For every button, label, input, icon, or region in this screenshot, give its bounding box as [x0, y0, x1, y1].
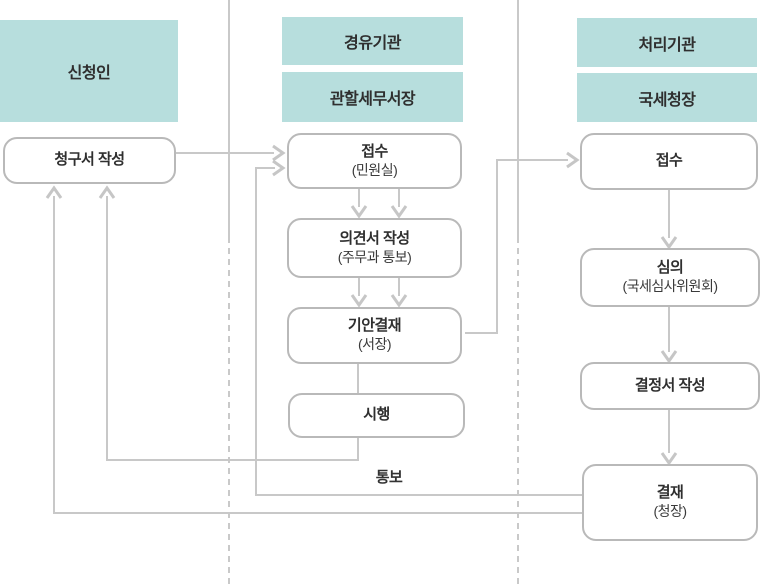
connector-notify-approval-v: [53, 196, 55, 514]
connector-opinion-draft-2: [398, 278, 400, 296]
connector-approval-return-stub: [255, 167, 275, 169]
arrow-down-icon: [350, 205, 368, 219]
arrow-down-icon: [390, 294, 408, 308]
arrow-down-icon: [660, 452, 678, 466]
column-separator-right-dashed: [517, 237, 519, 584]
arrow-down-icon: [350, 294, 368, 308]
column-separator-right: [517, 0, 519, 237]
connector-draft-enforce: [357, 364, 359, 393]
header-via-agency: 경유기관: [282, 17, 463, 65]
connector-notify-approval-h: [53, 512, 582, 514]
connector-opinion-draft-1: [358, 278, 360, 296]
connector-draft-h1: [465, 332, 498, 334]
arrow-down-icon: [660, 350, 678, 364]
header-nts-commissioner: 국세청장: [577, 73, 757, 122]
arrow-down-icon: [390, 205, 408, 219]
node-approval-sub: (청장): [653, 503, 687, 520]
arrow-up-icon: [98, 185, 116, 199]
column-separator-left-dashed: [228, 237, 230, 584]
node-review-sub: (국세심사위원회): [622, 278, 718, 295]
node-enforce-label: 시행: [363, 406, 390, 424]
notify-label: 통보: [375, 469, 403, 486]
node-decision-write: 결정서 작성: [580, 362, 760, 410]
node-via-receipt-sub: (민원실): [351, 161, 398, 178]
connector-draft-v: [496, 159, 498, 334]
header-processing-agency: 처리기관: [577, 18, 757, 67]
node-proc-receipt-label: 접수: [655, 152, 683, 170]
node-approval: 결재 (청장): [582, 464, 758, 541]
node-draft-approval: 기안결재 (서장): [287, 307, 462, 364]
column-separator-left: [228, 0, 230, 237]
header-applicant: 신청인: [0, 20, 178, 122]
node-proc-receipt: 접수: [580, 133, 758, 190]
node-opinion-title: 의견서 작성: [339, 229, 410, 247]
connector-receipt-review: [668, 190, 670, 238]
node-approval-title: 결재: [656, 484, 684, 502]
connector-request-to-receipt: [176, 152, 274, 154]
node-write-request-label: 청구서 작성: [54, 151, 125, 169]
header-district-tax-chief: 관할세무서장: [282, 72, 463, 122]
connector-receipt-opinion-2: [398, 189, 400, 207]
arrow-right-icon: [566, 151, 580, 169]
connector-enforce-down: [357, 438, 359, 461]
connector-decision-approval: [668, 410, 670, 453]
node-draft-approval-title: 기안결재: [347, 317, 402, 335]
node-review-title: 심의: [656, 259, 684, 277]
connector-review-decision: [668, 307, 670, 352]
node-via-receipt-title: 접수: [361, 142, 388, 160]
node-enforce: 시행: [288, 393, 465, 438]
arrow-down-icon: [660, 236, 678, 250]
node-decision-write-label: 결정서 작성: [634, 376, 706, 394]
arrow-right-icon: [272, 159, 286, 177]
connector-approval-return-h: [255, 494, 582, 496]
node-draft-approval-sub: (서장): [357, 336, 392, 353]
connector-enforce-v: [106, 196, 108, 461]
node-via-receipt: 접수 (민원실): [287, 133, 462, 189]
connector-draft-h2: [496, 159, 568, 161]
node-review: 심의 (국세심사위원회): [580, 248, 760, 307]
arrow-right-icon: [272, 144, 286, 162]
node-opinion-sub: (주무과 통보): [337, 248, 412, 265]
node-opinion: 의견서 작성 (주무과 통보): [287, 218, 462, 278]
node-write-request: 청구서 작성: [3, 137, 176, 184]
arrow-up-icon: [45, 185, 63, 199]
connector-approval-return-v: [255, 167, 257, 496]
connector-receipt-opinion-1: [358, 189, 360, 207]
connector-enforce-h: [107, 459, 359, 461]
